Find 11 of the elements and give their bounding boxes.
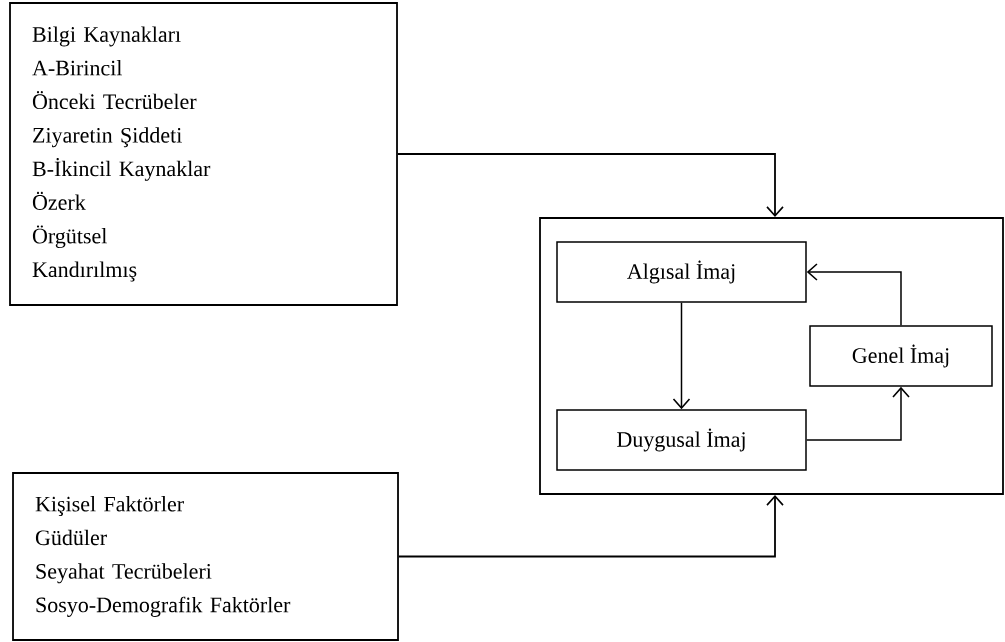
process-box: Algısal İmaj	[556, 241, 807, 303]
arrow	[397, 153, 784, 218]
text-box: Kişisel Faktörler Güdüler Seyahat Tecrübeleri Sosyo-Demografik Faktörler	[12, 472, 399, 641]
group-box	[539, 217, 1004, 495]
process-box: Duygusal İmaj	[556, 409, 807, 471]
arrow	[806, 386, 910, 441]
text-box: Bilgi Kaynakları A-Birincil Önceki Tecrübeler Ziyaretin Şiddeti B-İkincil Kaynaklar Özerk Örgütsel Kandırılmış	[9, 2, 398, 306]
arrow	[398, 494, 784, 558]
arrow	[806, 263, 902, 326]
arrow	[672, 302, 691, 410]
process-box: Genel İmaj	[809, 325, 993, 387]
